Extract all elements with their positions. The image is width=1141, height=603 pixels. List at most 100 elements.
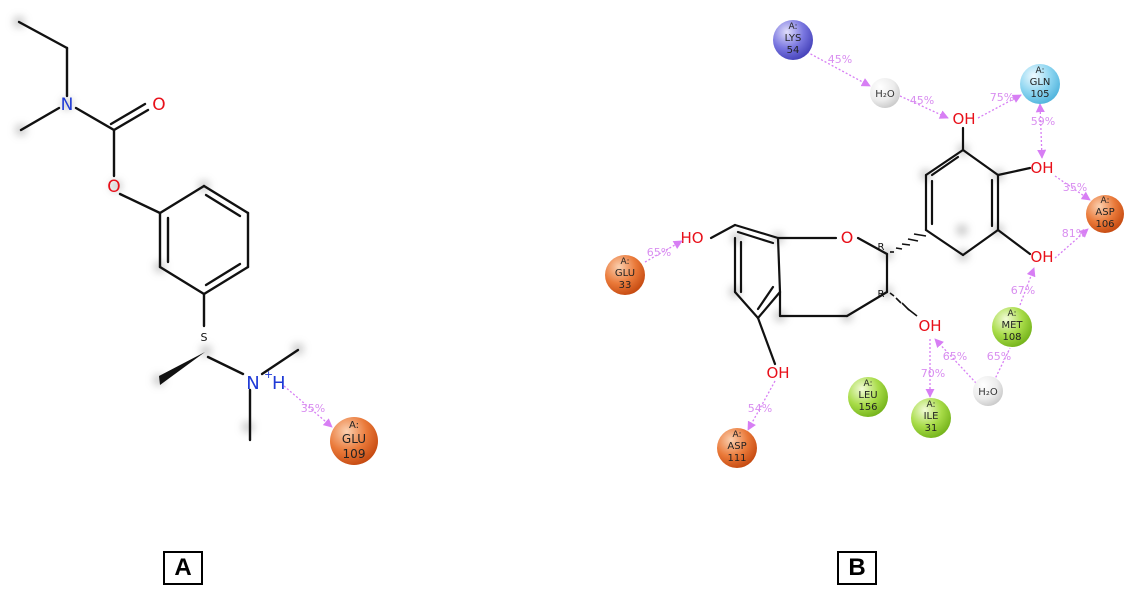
stereo-label-c2: R xyxy=(878,242,885,253)
residue-number: 156 xyxy=(858,402,877,413)
residue-name: GLU xyxy=(342,432,366,446)
residue-name: MET xyxy=(1001,320,1023,331)
atom-oh-a7: HO xyxy=(680,229,703,247)
residue-circle xyxy=(773,20,813,60)
residue-chain: A: xyxy=(1035,66,1044,76)
atom-o-ring: O xyxy=(841,228,854,247)
hbond-label-b10: 65% xyxy=(943,350,967,363)
residue-chain: A: xyxy=(788,22,797,32)
hbond-label-b5: 35% xyxy=(1063,181,1087,194)
hbond-line-b7 xyxy=(644,240,683,263)
panel-label-b: B xyxy=(837,551,877,585)
atom-n-amine: N xyxy=(246,373,259,394)
residue-circle xyxy=(848,377,888,417)
atom-n-h: H xyxy=(272,373,286,394)
atom-o-ester: O xyxy=(107,177,120,197)
hbond-label-b2: 45% xyxy=(910,94,934,107)
hbond-lines-b xyxy=(644,51,1091,431)
water-circle xyxy=(973,376,1003,406)
hbond-label-b4: 59% xyxy=(1031,115,1055,128)
hbond-line-b4 xyxy=(1035,103,1047,159)
hbond-line-b6 xyxy=(1054,228,1089,259)
residue-number: 109 xyxy=(343,447,366,461)
residue-glu109: A: GLU 109 xyxy=(330,417,378,465)
atom-oh-a5: OH xyxy=(766,364,789,382)
hbond-line-b3 xyxy=(977,94,1022,119)
hbond-label-b7: 65% xyxy=(647,246,671,259)
hbond-line-b2 xyxy=(899,95,949,119)
atom-oh-para: OH xyxy=(1030,159,1053,177)
molecule-a: N O O S N + H 35% A: GLU 109 xyxy=(13,16,378,465)
residue-chain: A: xyxy=(863,379,872,389)
hbond-label-b8: 67% xyxy=(1011,284,1035,297)
hbond-label-b6: 81% xyxy=(1062,227,1086,240)
water-w1: H₂O xyxy=(870,78,900,108)
hbond-line-b5 xyxy=(1054,175,1091,201)
residue-name: ASP xyxy=(1095,207,1114,218)
hbond-label-b9: 65% xyxy=(987,350,1011,363)
residue-asp111: A: ASP 111 xyxy=(717,428,757,468)
residue-circle xyxy=(992,307,1032,347)
atom-shadows-b xyxy=(729,144,1004,322)
hbond-label-b3: 75% xyxy=(990,91,1014,104)
hbond-label-b1: 45% xyxy=(828,53,852,66)
residue-chain: A: xyxy=(620,257,629,267)
residue-circle xyxy=(717,428,757,468)
atom-n-carbamate: N xyxy=(61,95,74,115)
residue-leu156: A: LEU 156 xyxy=(848,377,888,417)
wedge-bond-a xyxy=(159,352,205,385)
hbond-label-b11: 70% xyxy=(921,367,945,380)
residue-chain: A: xyxy=(926,400,935,410)
residue-number: 111 xyxy=(727,453,746,464)
residue-number: 54 xyxy=(787,45,800,56)
water-label: H₂O xyxy=(978,387,998,398)
hbond-line-a1 xyxy=(283,385,333,428)
residue-name: GLN xyxy=(1030,77,1051,88)
residue-number: 105 xyxy=(1030,89,1049,100)
residue-met108: A: MET 108 xyxy=(992,307,1032,347)
residue-circle xyxy=(911,398,951,438)
water-circle xyxy=(870,78,900,108)
residue-number: 106 xyxy=(1095,219,1114,230)
stereo-label-s: S xyxy=(201,331,208,344)
atom-shadows-a xyxy=(13,16,304,433)
residue-glu33: A: GLU 33 xyxy=(605,255,645,295)
residue-name: LYS xyxy=(785,33,802,44)
residue-number: 108 xyxy=(1002,332,1021,343)
panel-label-a: A xyxy=(163,551,203,585)
residue-gln105: A: GLN 105 xyxy=(1020,64,1060,104)
hbond-line-b8 xyxy=(1019,267,1036,306)
residue-number: 31 xyxy=(925,423,938,434)
stereo-label-c3: R xyxy=(878,289,885,300)
hbond-line-b12 xyxy=(747,380,776,431)
residue-name: ASP xyxy=(727,441,746,452)
molecule-b: O R R HO OH OH OH OH OH 45% 45% 75% 59% xyxy=(605,20,1124,468)
residue-chain: A: xyxy=(349,420,359,431)
hbond-labels-b: 45% 45% 75% 59% 35% 81% 65% 67% 65% 65% … xyxy=(647,53,1087,415)
atom-o-carbonyl: O xyxy=(152,95,165,115)
residue-chain: A: xyxy=(732,430,741,440)
residue-ile31: A: ILE 31 xyxy=(911,398,951,438)
residue-chain: A: xyxy=(1100,196,1109,206)
water-label: H₂O xyxy=(875,89,895,100)
atom-oh-top: OH xyxy=(952,110,975,128)
residue-circle xyxy=(605,255,645,295)
residue-chain: A: xyxy=(1007,309,1016,319)
residue-name: LEU xyxy=(858,390,877,401)
residue-name: ILE xyxy=(924,411,939,422)
atom-n-charge: + xyxy=(264,368,273,381)
hashed-bonds-b xyxy=(889,233,927,317)
hbond-label-a1: 35% xyxy=(301,402,325,415)
bonds-b xyxy=(709,126,1032,366)
residue-circle xyxy=(1086,195,1124,233)
residue-number: 33 xyxy=(619,280,632,291)
residue-circle xyxy=(330,417,378,465)
water-w2: H₂O xyxy=(973,376,1003,406)
residue-circle xyxy=(1020,64,1060,104)
residue-asp106: A: ASP 106 xyxy=(1086,195,1124,233)
atom-oh-c3: OH xyxy=(918,317,941,335)
bonds-a xyxy=(17,20,300,442)
atom-oh-lower: OH xyxy=(1030,248,1053,266)
